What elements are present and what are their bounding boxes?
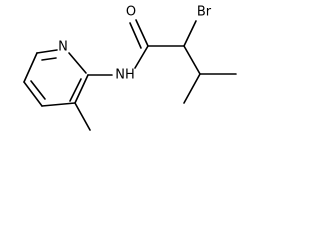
bond-c4-c5 [23,81,43,107]
bond-beta-methyl-down [183,73,201,104]
bond-c3-methyl [74,102,91,131]
atom-label-ring-nitrogen: N [58,40,68,55]
bond-c4-c5-inner [30,80,46,100]
bond-alpha-beta [183,45,201,75]
atom-label-bromine: Br [197,5,212,20]
ring-methyl [74,102,91,131]
bond-c3-c4 [41,102,76,107]
bond-carbonyl-o [135,19,149,47]
bond-c5-c6 [23,52,38,83]
bond-n1-c2 [68,52,87,74]
bond-nh-carbonyl [134,45,149,69]
bond-c6-n1-inner [41,57,57,61]
amide-chain [87,19,237,104]
bond-c2-c3-inner [69,78,82,102]
bond-c6-n1 [36,49,58,54]
bond-carbonyl-o-second [129,22,142,49]
pyridine-ring [23,49,89,107]
atom-label-oxygen: O [126,5,136,20]
chemical-structure-diagram: N NH O Br [23,5,237,131]
atom-labels: N NH O Br [58,5,212,83]
bond-c2-c3 [74,74,89,104]
atom-label-amide-nitrogen: NH [115,68,135,83]
bond-alpha-br [183,20,197,47]
